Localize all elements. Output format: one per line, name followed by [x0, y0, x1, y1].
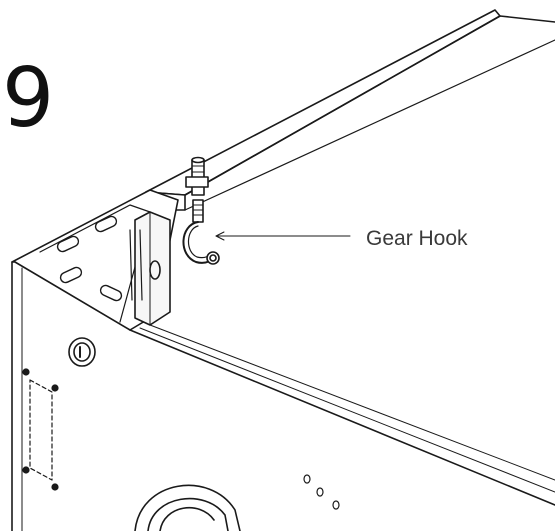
- cabinet-body: [11, 261, 555, 531]
- flange-slots: [56, 215, 123, 302]
- lock-icon: [68, 337, 96, 367]
- vent-holes: [303, 474, 340, 510]
- access-panel: [22, 368, 59, 491]
- callout-leader: [215, 231, 351, 241]
- post-hole: [149, 260, 161, 280]
- gear-hook-icon: [182, 199, 220, 265]
- step-number: 9: [2, 51, 54, 146]
- threaded-stud: [185, 156, 209, 196]
- corner-post: [129, 211, 171, 326]
- cable-port: [134, 484, 241, 531]
- callout-label-gear-hook: Gear Hook: [366, 227, 468, 250]
